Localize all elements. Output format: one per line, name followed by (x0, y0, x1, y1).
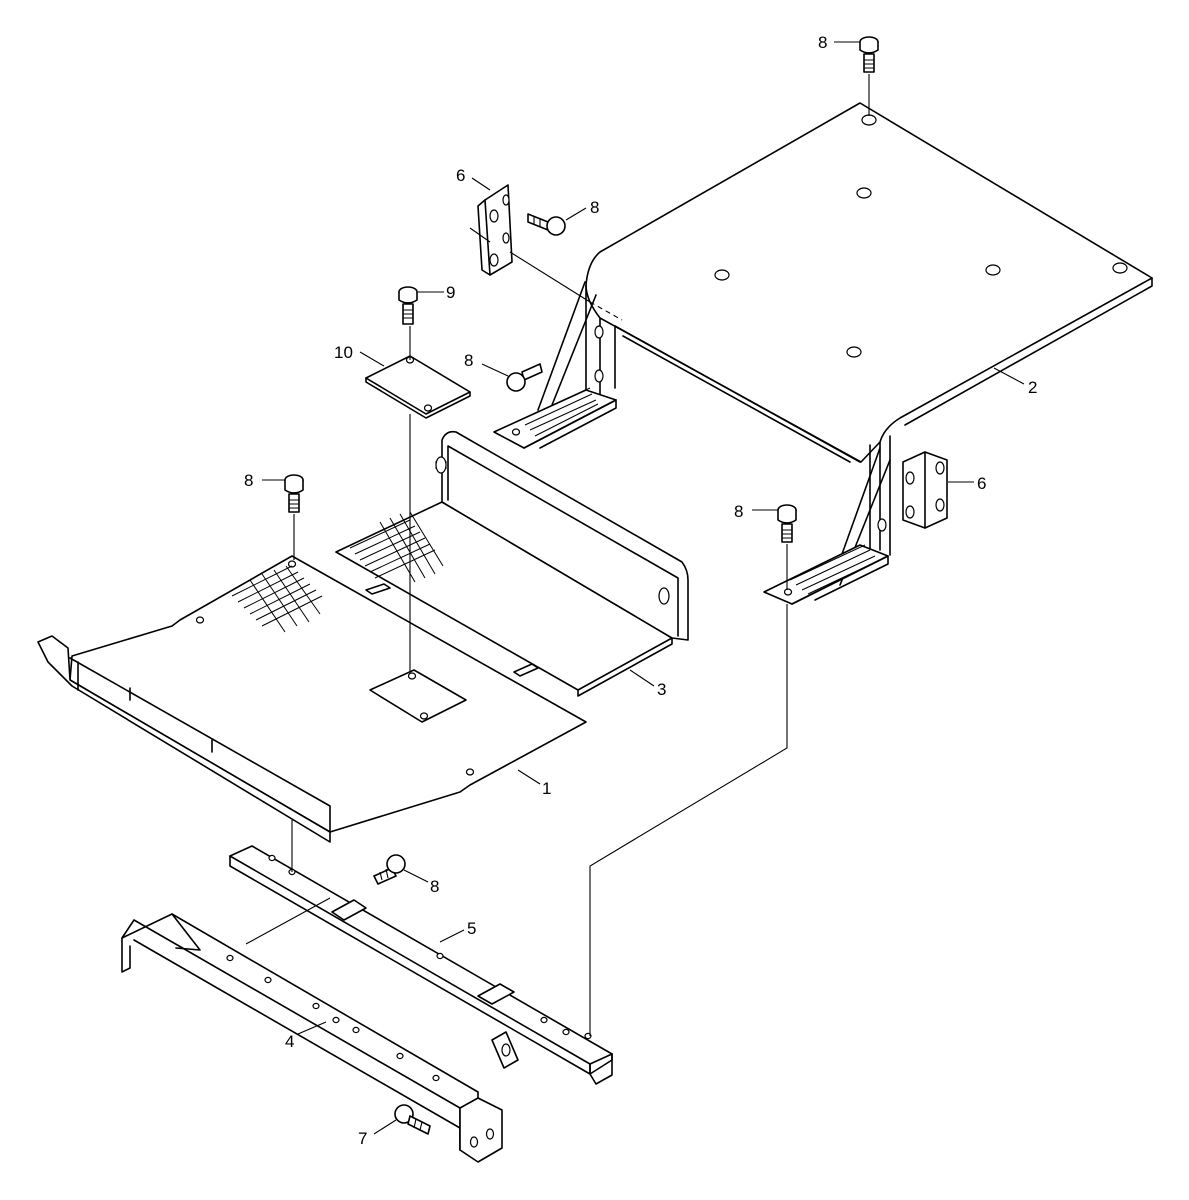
svg-text:8: 8 (734, 502, 743, 521)
bolt-8-right-foot (777, 504, 797, 543)
svg-text:6: 6 (456, 166, 465, 185)
callout-6-right: 6 (948, 474, 986, 493)
bolt-8-left-bracket (527, 213, 566, 236)
svg-text:2: 2 (1028, 378, 1037, 397)
part-3-rear-panel (335, 430, 689, 697)
svg-text:8: 8 (464, 351, 473, 370)
svg-text:8: 8 (818, 33, 827, 52)
callout-5: 5 (439, 919, 476, 943)
svg-text:7: 7 (358, 1129, 367, 1148)
svg-text:6: 6 (977, 474, 986, 493)
callout-3: 3 (629, 669, 666, 699)
svg-text:9: 9 (446, 283, 455, 302)
svg-text:1: 1 (542, 779, 551, 798)
callout-6-left: 6 (456, 166, 491, 191)
part-6-bracket-right (902, 451, 948, 529)
part-3-vent-mesh (349, 511, 444, 583)
callout-2: 2 (993, 367, 1037, 397)
svg-text:5: 5 (467, 919, 476, 938)
svg-text:10: 10 (334, 343, 353, 362)
callout-8-bracket: 8 (565, 198, 599, 221)
bolt-8-top (859, 36, 879, 73)
callout-1: 1 (517, 769, 551, 798)
svg-text:4: 4 (285, 1032, 294, 1051)
callout-10: 10 (334, 343, 385, 367)
callout-4: 4 (285, 1021, 327, 1051)
svg-text:3: 3 (657, 680, 666, 699)
bolt-8-part1 (284, 474, 304, 513)
callout-9: 9 (418, 283, 455, 302)
part-1-vent-mesh (231, 565, 323, 633)
part-1-floor-plate (37, 555, 587, 843)
assembly-lines (245, 74, 870, 1036)
bolt-7 (394, 1104, 431, 1135)
bolt-8-foot (506, 363, 543, 392)
part-2-top-cover (493, 102, 1153, 605)
callout-8-right-foot: 8 (734, 502, 778, 521)
part-10-cover-plate (365, 355, 471, 419)
callout-8-foot: 8 (464, 351, 509, 377)
part-4-channel-bracket (121, 913, 503, 1163)
bolt-9 (398, 286, 418, 325)
svg-text:8: 8 (430, 877, 439, 896)
callout-7: 7 (358, 1119, 397, 1148)
svg-text:8: 8 (244, 471, 253, 490)
callout-8-top: 8 (818, 33, 860, 52)
callout-8-rail: 8 (403, 869, 439, 896)
callout-8-part1: 8 (244, 471, 285, 490)
bolt-8-rail (373, 854, 406, 885)
svg-text:8: 8 (590, 198, 599, 217)
part-6-bracket-left (477, 184, 513, 276)
